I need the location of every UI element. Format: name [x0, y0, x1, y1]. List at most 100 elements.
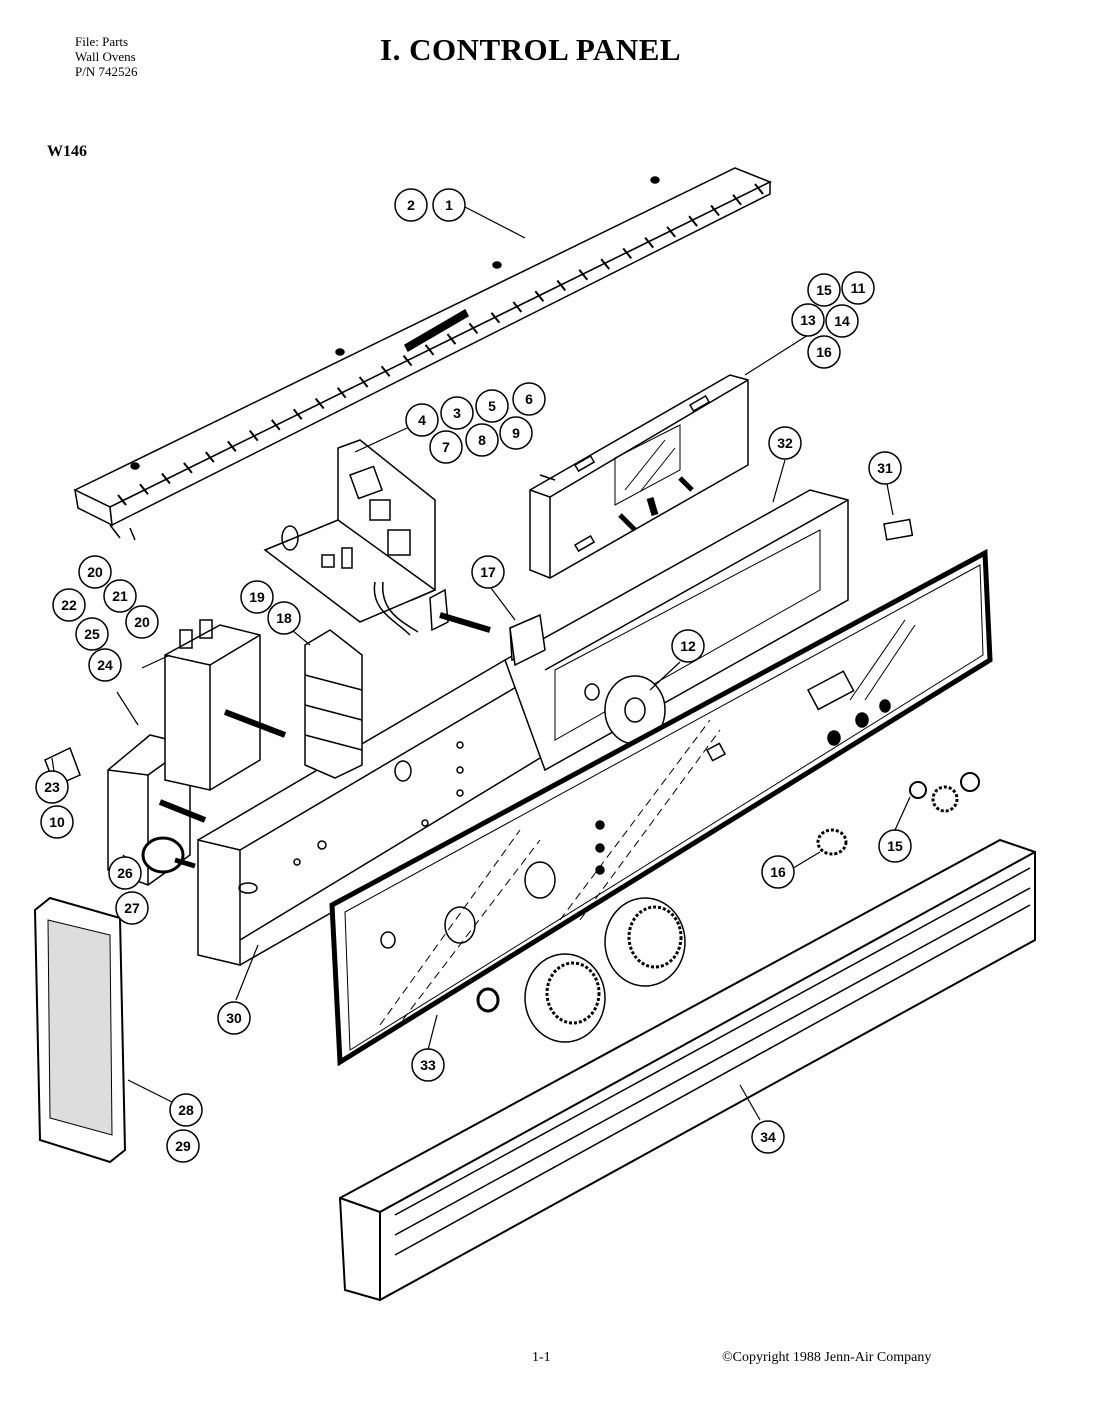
large-control-knobs	[476, 897, 686, 1043]
callout-label: 2	[407, 197, 415, 213]
vent-slot	[578, 269, 589, 281]
callout-label: 30	[226, 1010, 242, 1026]
vent-slot	[732, 194, 742, 206]
vent-slot	[710, 204, 720, 217]
callout: 32	[768, 426, 802, 460]
callout: 3	[440, 396, 474, 430]
callout-label: 15	[887, 838, 903, 854]
vent-slot	[754, 183, 764, 195]
vent-slot	[183, 462, 193, 474]
callout-label: 3	[453, 405, 461, 421]
callout-label: 33	[420, 1057, 436, 1073]
callout: 13	[791, 303, 825, 337]
model-number: W146	[47, 143, 87, 160]
page-number: 1-1	[532, 1350, 551, 1365]
callout: 6	[512, 382, 546, 416]
vent-slot	[490, 312, 501, 324]
callout: 25	[75, 617, 109, 651]
side-trim-piece	[33, 896, 127, 1164]
callout: 12	[671, 629, 705, 663]
callout-label: 24	[97, 657, 113, 673]
vent-slot	[424, 344, 435, 356]
callout: 27	[115, 891, 149, 925]
callout-label: 12	[680, 638, 696, 654]
vent-slot	[161, 472, 171, 485]
vent-slot	[402, 354, 413, 367]
callout: 28	[169, 1093, 203, 1127]
vent-slot	[446, 333, 457, 345]
vent-slot	[512, 301, 523, 313]
callout: 34	[751, 1120, 785, 1154]
callout-label: 34	[760, 1129, 776, 1145]
vent-slot	[688, 215, 698, 227]
callout: 26	[108, 856, 142, 890]
file-line-2: Wall Ovens	[75, 49, 136, 64]
control-housing-panel	[197, 489, 849, 966]
vent-slot	[622, 247, 632, 259]
callout-label: 5	[488, 398, 496, 414]
callout: 1	[432, 188, 466, 222]
vent-slot	[292, 408, 303, 420]
file-info: File: Parts Wall Ovens P/N 742526	[75, 34, 137, 79]
callout: 10	[40, 805, 74, 839]
small-knobs	[816, 518, 980, 856]
callout: 16	[761, 855, 795, 889]
vent-slot	[556, 279, 567, 292]
selector-switches	[107, 619, 287, 886]
file-line-1: File: Parts	[75, 34, 129, 49]
callout-label: 8	[478, 432, 486, 448]
vent-slot	[249, 430, 259, 442]
vent-slot	[205, 451, 215, 463]
vent-slot	[380, 365, 391, 377]
callout: 29	[166, 1129, 200, 1163]
callout-label: 7	[442, 439, 450, 455]
callout-label: 23	[44, 779, 60, 795]
callout: 2	[394, 188, 428, 222]
callout-label: 13	[800, 312, 816, 328]
callout: 15	[807, 273, 841, 307]
callout-label: 4	[418, 412, 426, 428]
bottom-trim-rail	[338, 838, 1036, 1302]
callout-label: 14	[834, 313, 850, 329]
callout: 4	[405, 403, 439, 437]
callout-label: 25	[84, 626, 100, 642]
callout: 31	[868, 451, 902, 485]
vent-slot	[468, 322, 479, 335]
relay-circuit-board	[263, 439, 491, 636]
callout: 33	[411, 1048, 445, 1082]
callout: 18	[267, 601, 301, 635]
callout: 9	[499, 416, 533, 450]
vent-slot	[336, 387, 347, 399]
callout: 16	[807, 335, 841, 369]
callout-label: 1	[445, 197, 453, 213]
callout: 20	[125, 605, 159, 639]
callout-label: 17	[480, 564, 496, 580]
vent-slot	[666, 226, 676, 238]
copyright-notice: ©Copyright 1988 Jenn-Air Company	[722, 1350, 932, 1365]
callout-label: 27	[124, 900, 140, 916]
callout-label: 10	[49, 814, 65, 830]
callout-label: 29	[175, 1138, 191, 1154]
callout-label: 19	[249, 589, 265, 605]
vent-slot	[358, 376, 369, 388]
vent-slot	[644, 236, 654, 249]
callout: 7	[429, 430, 463, 464]
callout-label: 6	[525, 391, 533, 407]
callout: 8	[465, 423, 499, 457]
callout-label: 26	[117, 865, 133, 881]
callout-label: 22	[61, 597, 77, 613]
callout-label: 21	[112, 588, 128, 604]
callout: 11	[841, 271, 875, 305]
vent-slot	[139, 483, 149, 495]
callout: 5	[475, 389, 509, 423]
callout: 15	[878, 829, 912, 863]
front-glass-panel	[329, 548, 993, 1067]
callout: 19	[240, 580, 274, 614]
vent-slot	[600, 258, 611, 270]
callout-label: 11	[851, 280, 866, 296]
callout-label: 31	[877, 460, 893, 476]
callout: 24	[88, 648, 122, 682]
callout: 21	[103, 579, 137, 613]
callout: 23	[35, 770, 69, 804]
